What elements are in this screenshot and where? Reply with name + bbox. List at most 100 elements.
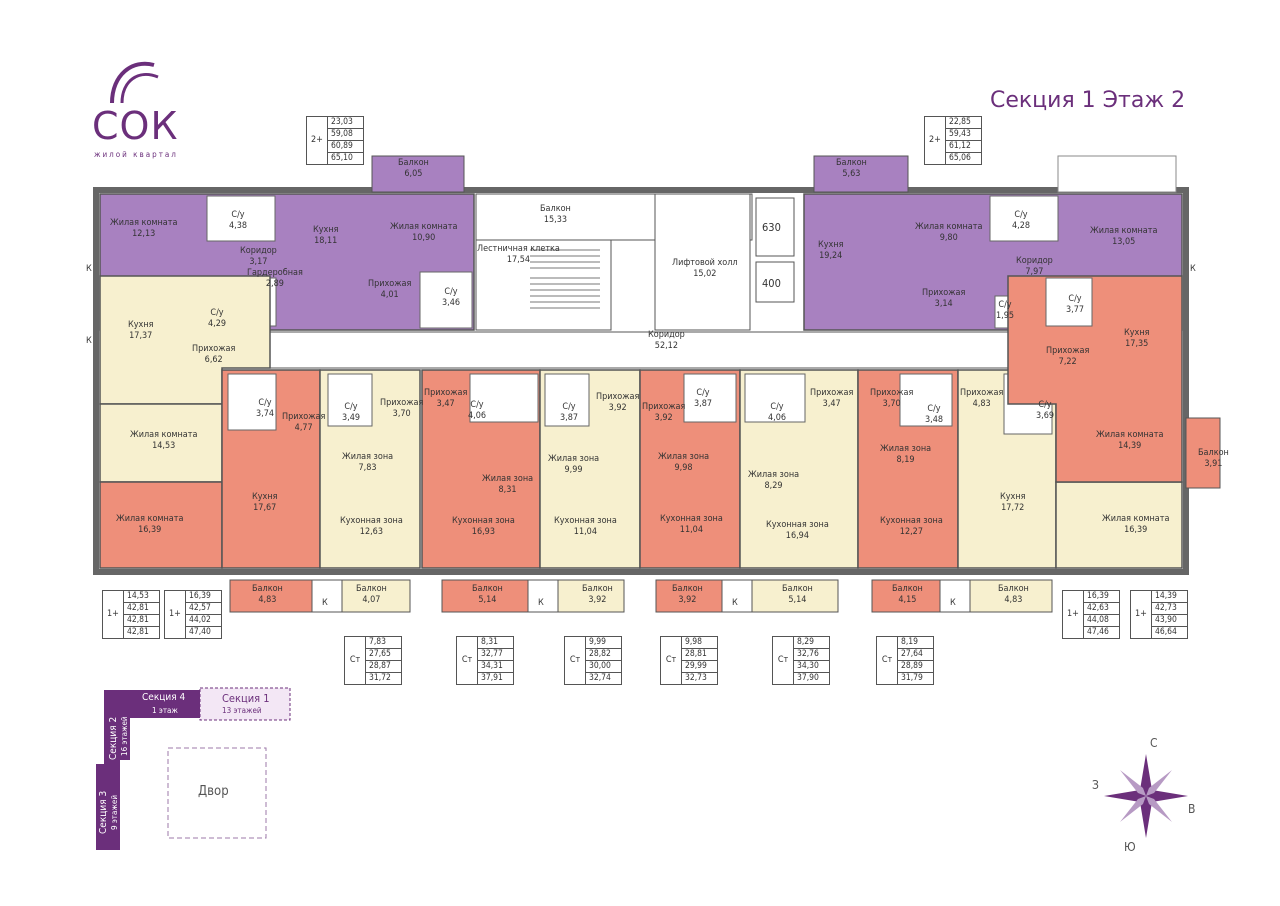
apartment-type: 1+	[103, 591, 124, 638]
apartment-type: 1+	[1131, 591, 1152, 638]
room-area: 4,06	[768, 413, 787, 423]
area-value: 28,81	[682, 649, 717, 661]
room-area: 4,07	[362, 595, 381, 605]
room-area: 16,39	[1124, 525, 1148, 535]
area-value: 47,40	[189, 627, 211, 637]
area-value: 28,87	[366, 661, 401, 673]
area-value: 42,57	[186, 603, 221, 615]
compass-south: Ю	[1124, 840, 1136, 854]
area-value: 42,81	[124, 615, 159, 627]
room-name: Кухонная зона	[452, 516, 515, 526]
room-name: Жилая комната	[1096, 430, 1164, 440]
room-name: С/у	[444, 287, 458, 297]
k-mark: К	[86, 264, 92, 274]
room-area: 3,47	[436, 399, 455, 409]
room-area: 9,99	[564, 465, 583, 475]
room-name: Жилая зона	[880, 444, 932, 454]
minimap-section3-floors: 9 этажей	[110, 794, 119, 830]
room-name: Жилая зона	[342, 452, 394, 462]
room-name: С/у	[344, 402, 358, 412]
area-value: 42,73	[1152, 603, 1187, 615]
room-area: 5,63	[842, 169, 861, 179]
room-area: 3,69	[1036, 411, 1055, 421]
room-area: 3,14	[934, 299, 953, 309]
area-value: 42,81	[124, 603, 159, 615]
balcony-b5	[655, 579, 723, 613]
room-name: С/у	[231, 210, 245, 220]
room-area: 4,83	[1004, 595, 1023, 605]
area-value: 14,53	[124, 591, 159, 603]
apartment-type: Ст	[877, 637, 898, 684]
minimap-yard-label: Двор	[198, 784, 229, 799]
room-name: С/у	[470, 400, 484, 410]
room-name: Жилая комната	[390, 222, 458, 232]
minimap-section1	[199, 687, 291, 721]
minimap-section3-label: Секция 3	[98, 790, 109, 834]
room-name: Прихожая	[596, 392, 640, 402]
room-name: Кухня	[1124, 328, 1150, 338]
k-mark: К	[950, 598, 956, 608]
room-area: 12,13	[132, 229, 156, 239]
room-name: Прихожая	[282, 412, 326, 422]
area-value: 27,65	[366, 649, 401, 661]
room-name: Жилая зона	[748, 470, 800, 480]
lift-630	[755, 197, 795, 257]
room-area: 4,38	[229, 221, 248, 231]
logo-title: СОК	[92, 104, 179, 148]
lift-hall	[654, 193, 751, 331]
balcony-b8	[969, 579, 1053, 613]
room-name: С/у	[258, 398, 272, 408]
minimap-section2-label: Секция 2	[108, 716, 119, 760]
area-value: 22,85	[946, 117, 981, 129]
area-value: 32,73	[685, 673, 707, 683]
room-name: Кухня	[313, 225, 339, 235]
room-area: 14,39	[1118, 441, 1142, 451]
room-area: 18,11	[314, 236, 338, 246]
area-value: 37,90	[797, 673, 819, 683]
k-mark: К	[86, 336, 92, 346]
room-name: Кухня	[818, 240, 844, 250]
room-name: Кухонная зона	[880, 516, 943, 526]
room-area: 2,89	[265, 279, 284, 289]
logo-subtitle: жилой квартал	[94, 150, 178, 159]
room-name: С/у	[1068, 294, 1082, 304]
room-name: Прихожая	[368, 279, 412, 289]
room-area: 3,46	[442, 298, 461, 308]
area-value: 32,76	[794, 649, 829, 661]
balcony-b6	[751, 579, 839, 613]
room-name: С/у	[1014, 210, 1028, 220]
room-name: Жилая комната	[130, 430, 198, 440]
room-name: С/у	[998, 300, 1012, 310]
room-area: 9,80	[939, 233, 958, 243]
minimap-section1-label: Секция 1	[222, 692, 270, 705]
k-mark: К	[732, 598, 738, 608]
room-name: Балкон	[782, 584, 813, 594]
